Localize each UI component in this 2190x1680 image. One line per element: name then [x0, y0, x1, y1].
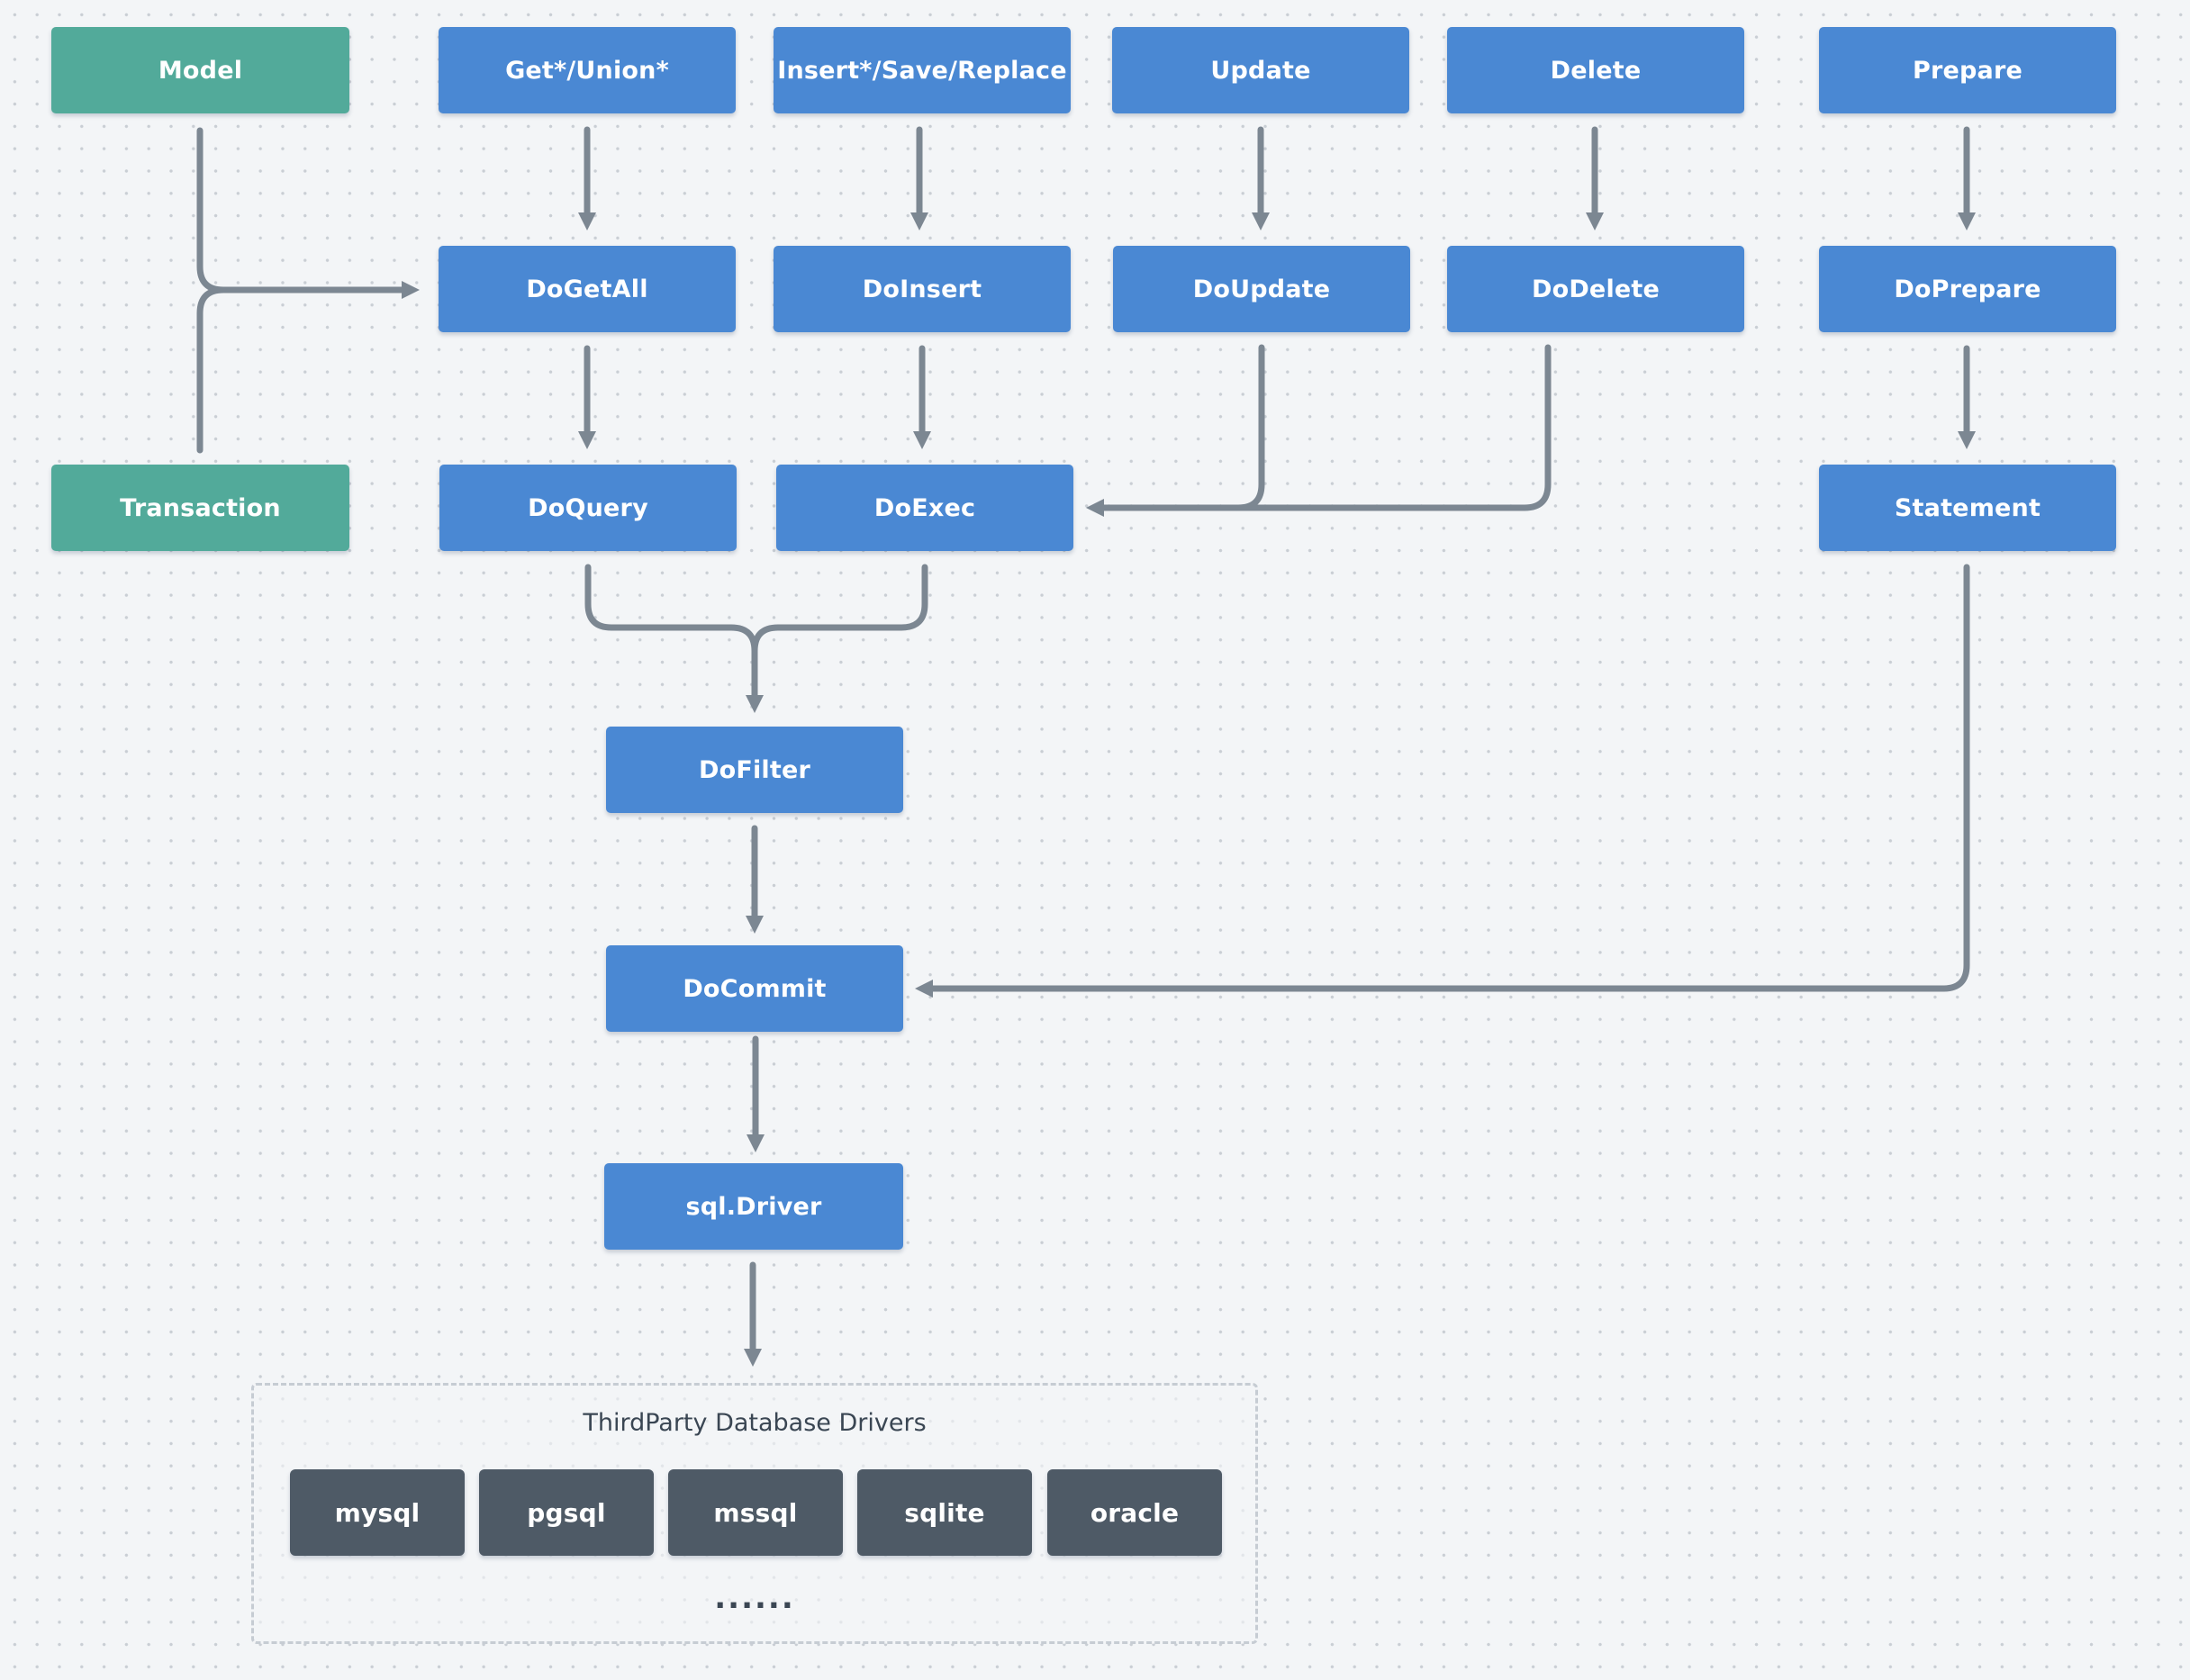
- delete-node: Delete: [1447, 27, 1744, 113]
- get-union-node: Get*/Union*: [439, 27, 736, 113]
- drivers-group-title: ThirdParty Database Drivers: [583, 1409, 927, 1437]
- doupdate-node: DoUpdate: [1113, 246, 1410, 332]
- connector-doupdate-to-doexec: [1086, 344, 1265, 517]
- connector-transaction-to-dogetall: [196, 286, 227, 454]
- dofilter-node: DoFilter: [606, 727, 903, 813]
- connector-doexec-to-dofilter: [751, 564, 928, 655]
- update-node: Update: [1112, 27, 1409, 113]
- doexec-node: DoExec: [776, 465, 1073, 551]
- driver-oracle: oracle: [1047, 1469, 1222, 1556]
- driver-sqlite: sqlite: [857, 1469, 1032, 1556]
- statement-node: Statement: [1819, 465, 2116, 551]
- docommit-node: DoCommit: [606, 945, 903, 1032]
- transaction-node: Transaction: [51, 465, 349, 551]
- doinsert-node: DoInsert: [774, 246, 1071, 332]
- driver-mssql: mssql: [668, 1469, 843, 1556]
- connector-doquery-to-dofilter: [584, 564, 764, 713]
- connector-model-to-dogetall: [196, 127, 420, 299]
- driver-pgsql: pgsql: [479, 1469, 654, 1556]
- insert-save-replace-node: Insert*/Save/Replace: [774, 27, 1071, 113]
- drivers-more-ellipsis: ......: [714, 1580, 795, 1616]
- driver-mysql: mysql: [290, 1469, 465, 1556]
- doprepare-node: DoPrepare: [1819, 246, 2116, 332]
- dodelete-node: DoDelete: [1447, 246, 1744, 332]
- prepare-node: Prepare: [1819, 27, 2116, 113]
- connector-statement-to-docommit: [915, 564, 1970, 998]
- dogetall-node: DoGetAll: [439, 246, 736, 332]
- doquery-node: DoQuery: [439, 465, 737, 551]
- connector-dodelete-to-doexec: [1235, 344, 1552, 511]
- model-node: Model: [51, 27, 349, 113]
- sql-driver-node: sql.Driver: [604, 1163, 903, 1250]
